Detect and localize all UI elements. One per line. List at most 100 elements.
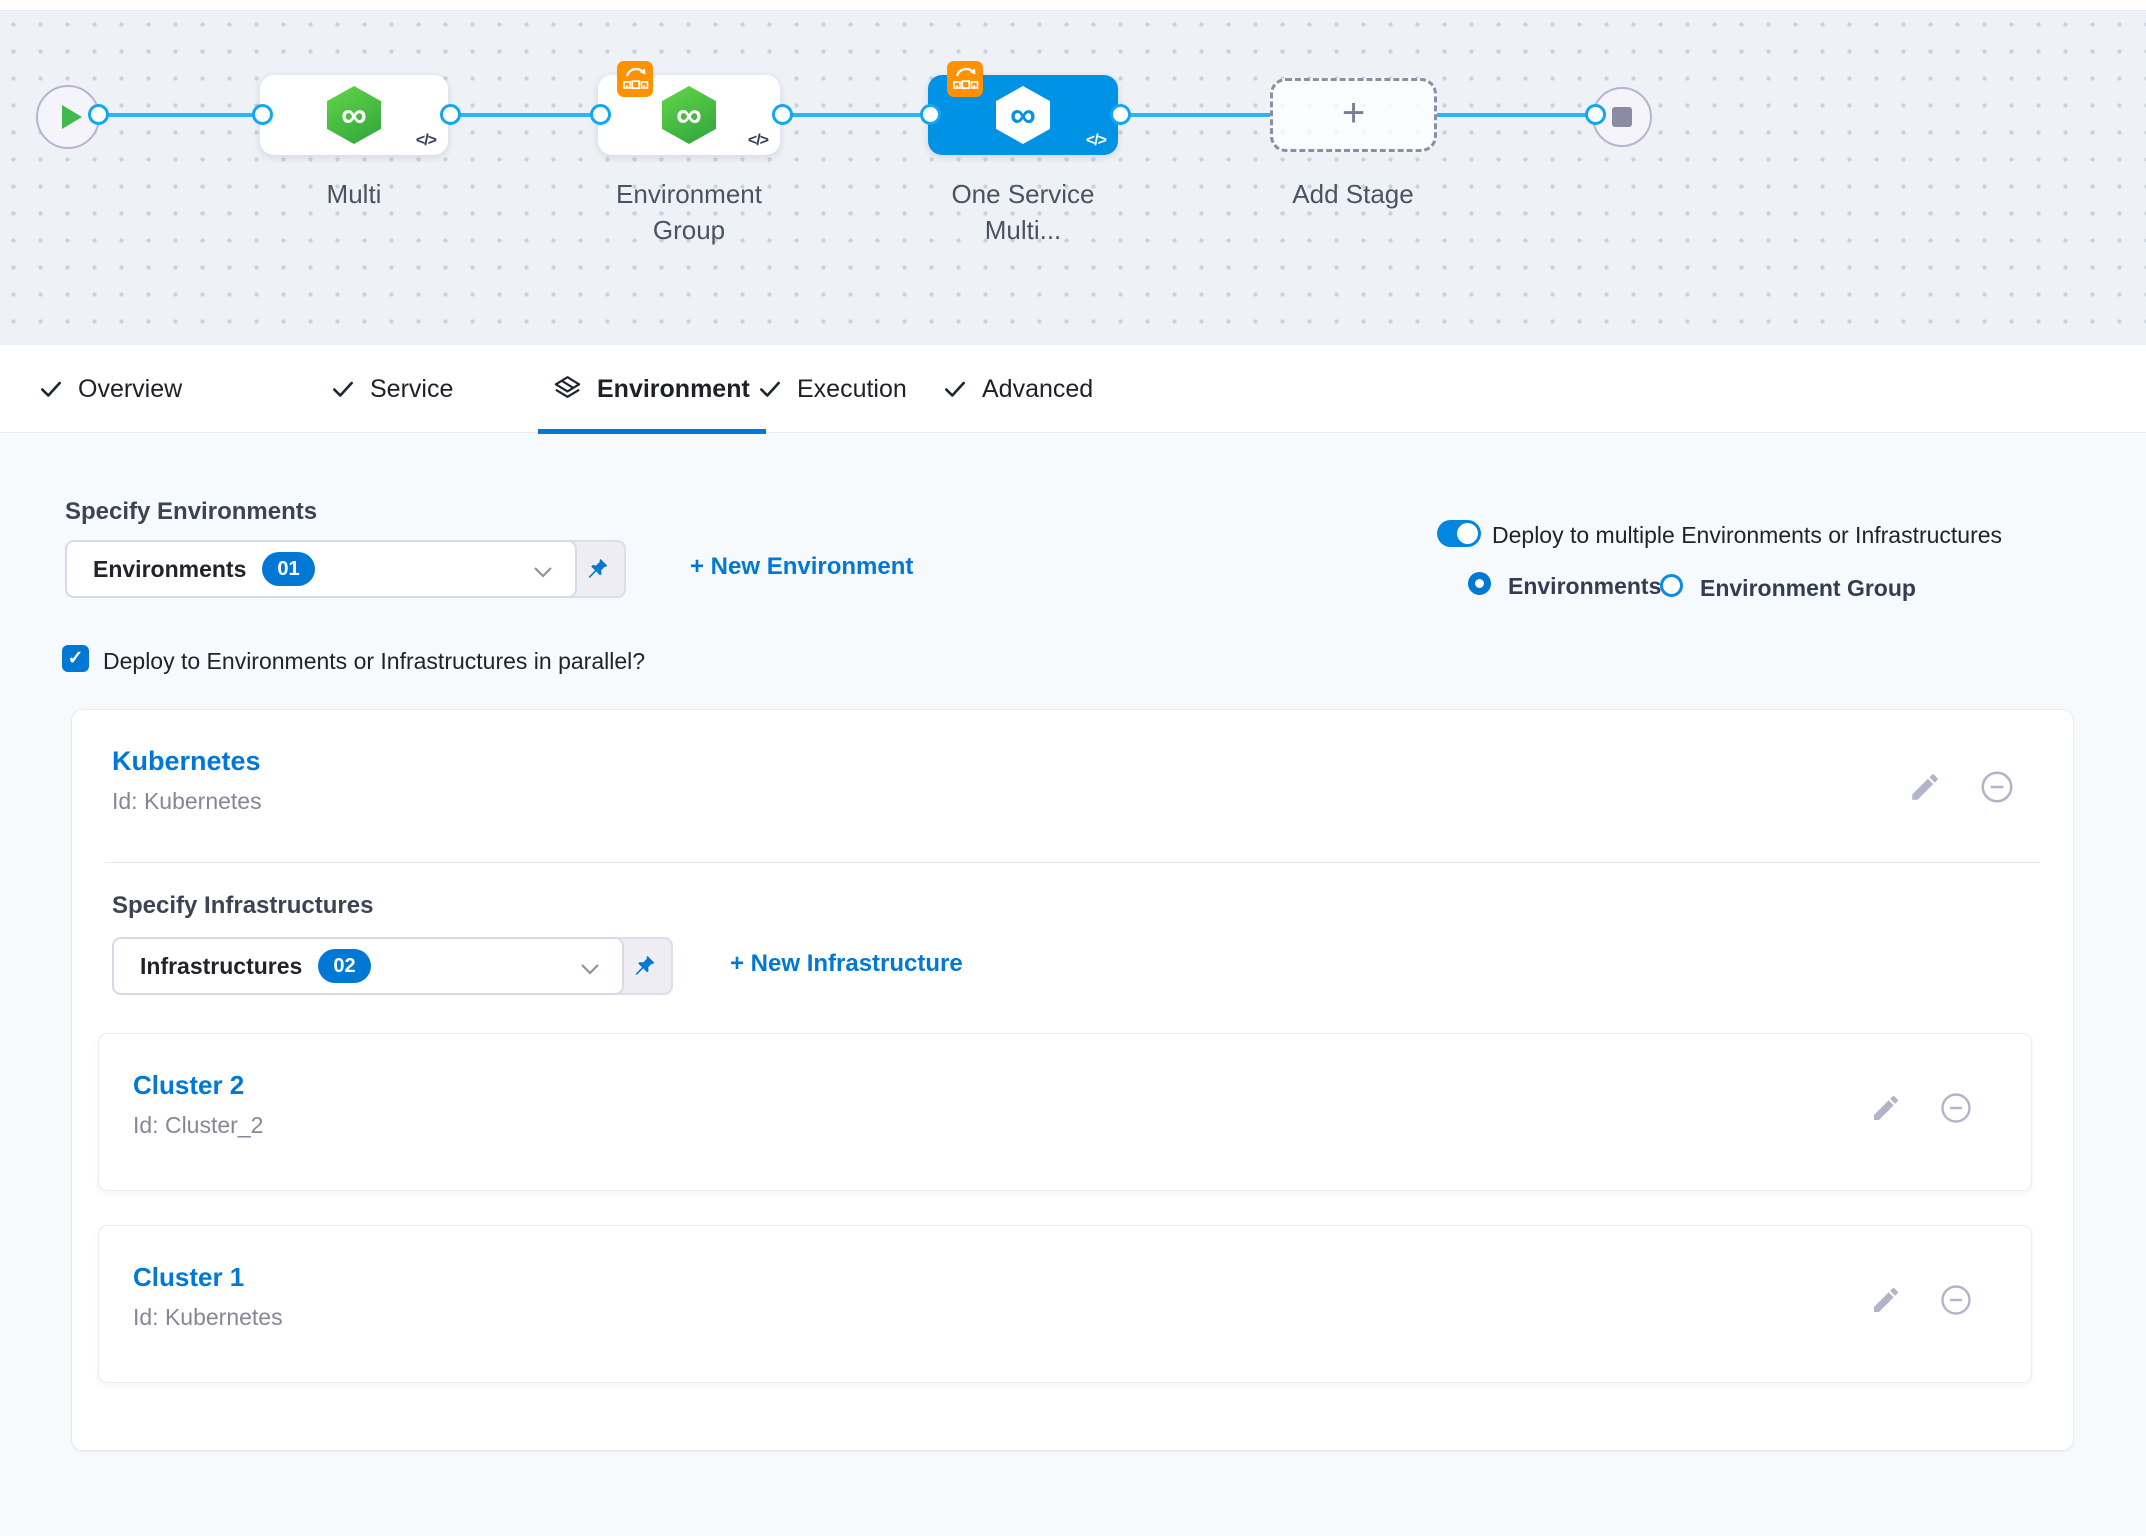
connector-line (1118, 113, 1270, 117)
specify-infrastructures-label: Specify Infrastructures (112, 892, 374, 919)
remove-infrastructure-button[interactable] (1938, 1090, 1974, 1126)
connector-line (780, 113, 928, 117)
tab-environment-active[interactable]: Environment (538, 345, 766, 434)
minus-circle-icon (1941, 1285, 1971, 1315)
check-icon (41, 381, 61, 397)
edit-infrastructure-button[interactable] (1870, 1092, 1902, 1124)
service-hexagon-icon: ∞ (327, 86, 381, 144)
connector-line (1437, 113, 1600, 117)
tab-label: Advanced (982, 374, 1094, 403)
remove-infrastructure-button[interactable] (1938, 1282, 1974, 1318)
infrastructure-name-link[interactable]: Cluster 2 (133, 1070, 245, 1100)
play-icon (61, 105, 82, 129)
stage-label: Environment Group (616, 179, 762, 245)
stop-icon (1612, 107, 1632, 127)
tab-label: Service (370, 374, 454, 403)
connector-line (66, 113, 260, 117)
deploy-multiple-toggle-label: Deploy to multiple Environments or Infra… (1492, 522, 2003, 548)
infrastructure-name-link[interactable]: Cluster 1 (133, 1262, 245, 1292)
stage-node-one-service-multi-selected[interactable]: ∞ </> (928, 61, 1118, 155)
count-badge: 02 (318, 949, 371, 983)
tab-overview[interactable]: Overview (38, 345, 182, 433)
node-port (252, 104, 273, 125)
infrastructures-dropdown-field[interactable]: Infrastructures 02 (112, 937, 624, 995)
dropdown-value: Environments (93, 555, 247, 582)
tab-advanced[interactable]: Advanced (942, 345, 1093, 433)
minus-circle-icon (1981, 771, 2013, 803)
toggle-knob (1457, 523, 1478, 544)
pencil-icon (1912, 774, 1938, 800)
deploy-multiple-toggle[interactable] (1437, 520, 1481, 547)
rolling-strategy-icon (947, 61, 983, 97)
add-stage-label: Add Stage (1292, 179, 1414, 209)
chevron-down-icon (580, 963, 600, 975)
add-stage-node[interactable]: + (1270, 78, 1437, 152)
infrastructures-dropdown[interactable]: Infrastructures 02 (112, 937, 673, 995)
edit-infrastructure-button[interactable] (1870, 1284, 1902, 1316)
tab-service[interactable]: Service (330, 345, 453, 433)
pin-icon (635, 955, 654, 975)
node-port (88, 104, 109, 125)
radio-environments-label[interactable]: Environments (1508, 573, 1662, 599)
radio-environment-group-label[interactable]: Environment Group (1700, 575, 1916, 601)
stage-node-environment-group[interactable]: ∞ </> (598, 61, 780, 155)
yaml-code-icon[interactable]: </> (747, 132, 769, 149)
check-icon: ✓ (67, 648, 84, 669)
tab-label: Execution (797, 374, 907, 403)
minus-circle-icon (1941, 1093, 1971, 1123)
divider (105, 862, 2040, 863)
node-port (1585, 104, 1606, 125)
infrastructure-card-cluster-1: Cluster 1 Id: Kubernetes (98, 1225, 2032, 1383)
specify-environments-label: Specify Environments (65, 498, 318, 525)
new-infrastructure-button[interactable]: + New Infrastructure (730, 950, 963, 977)
tab-label: Overview (78, 374, 183, 403)
radio-environment-group[interactable] (1660, 574, 1683, 597)
pin-infrastructures-button[interactable] (615, 937, 673, 995)
infrastructure-card-cluster-2: Cluster 2 Id: Cluster_2 (98, 1033, 2032, 1191)
pin-environments-button[interactable] (568, 540, 626, 598)
check-icon (333, 381, 353, 397)
environment-id-text: Id: Kubernetes (112, 788, 262, 814)
stage-label: Multi (326, 179, 382, 209)
edit-environment-button[interactable] (1908, 770, 1942, 804)
pencil-icon (1874, 1095, 1899, 1120)
pipeline-canvas[interactable]: ∞ </> ∞ </> (0, 0, 2146, 345)
pencil-icon (1874, 1287, 1899, 1312)
node-port (920, 104, 941, 125)
rolling-strategy-icon (617, 61, 653, 97)
node-port (772, 104, 793, 125)
environments-dropdown[interactable]: Environments 01 (65, 540, 626, 598)
environment-layers-icon (554, 375, 581, 398)
active-tab-underline (538, 429, 766, 434)
connector-line (448, 113, 598, 117)
environments-dropdown-field[interactable]: Environments 01 (65, 540, 577, 598)
yaml-code-icon[interactable]: </> (415, 132, 437, 149)
environment-card-kubernetes: Kubernetes Id: Kubernetes Specify Infras… (72, 710, 2073, 1450)
deploy-parallel-checkbox-label: Deploy to Environments or Infrastructure… (103, 648, 646, 674)
check-icon (760, 381, 780, 397)
service-hexagon-icon: ∞ (996, 86, 1050, 144)
node-port (1110, 104, 1131, 125)
tab-execution[interactable]: Execution (757, 345, 907, 433)
dropdown-value: Infrastructures (140, 952, 303, 979)
stage-tabbar: Overview Service Environment Execution A… (0, 345, 2146, 434)
stage-label: One Service Multi... (951, 179, 1095, 245)
infrastructure-id-text: Id: Kubernetes (133, 1304, 283, 1330)
tab-label: Environment (597, 374, 750, 403)
remove-environment-button[interactable] (1978, 768, 2016, 806)
radio-environments[interactable] (1468, 572, 1491, 595)
stage-node-multi[interactable]: ∞ </> (260, 75, 448, 155)
infrastructure-id-text: Id: Cluster_2 (133, 1112, 264, 1138)
dot-grid (0, 10, 2146, 345)
node-port (440, 104, 461, 125)
check-icon (945, 381, 965, 397)
new-environment-button[interactable]: + New Environment (690, 553, 914, 580)
node-port (590, 104, 611, 125)
environment-name-link[interactable]: Kubernetes (112, 746, 261, 776)
chevron-down-icon (533, 566, 553, 578)
pin-icon (588, 558, 607, 578)
plus-icon: + (1341, 91, 1366, 135)
service-hexagon-icon: ∞ (662, 86, 716, 144)
yaml-code-icon[interactable]: </> (1085, 132, 1107, 149)
deploy-parallel-checkbox[interactable]: ✓ (62, 645, 89, 672)
